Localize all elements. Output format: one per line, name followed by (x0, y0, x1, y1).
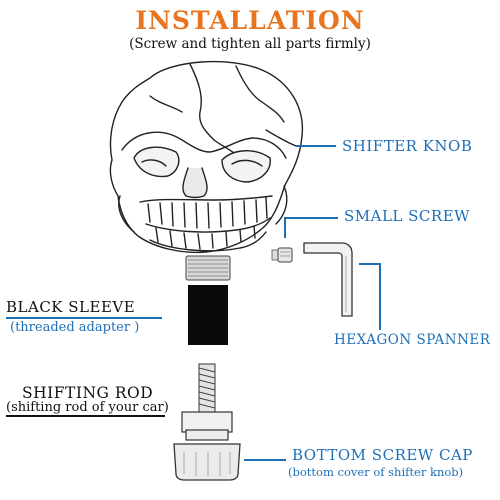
black-sleeve-icon (188, 285, 228, 345)
black-sleeve-sublabel: (threaded adapter ) (10, 320, 140, 335)
skull-knob-illustration (109, 60, 304, 254)
small-screw-icon (271, 247, 293, 263)
page-subtitle: (Screw and tighten all parts firmly) (129, 36, 371, 52)
bottom-screw-cap-icon (173, 411, 241, 481)
shifting-rod-sublabel: (shifting rod of your car) (6, 400, 169, 415)
hexagon-spanner-icon (303, 242, 353, 317)
small-screw-leader (284, 217, 338, 238)
shifting-rod-label: SHIFTING ROD (22, 384, 154, 402)
bottom-screw-cap-sublabel: (bottom cover of shifter knob) (288, 465, 464, 479)
shifter-knob-label: SHIFTER KNOB (342, 137, 473, 155)
shifting-rod-icon (198, 363, 216, 415)
hexagon-spanner-label: HEXAGON SPANNER (334, 332, 491, 348)
small-screw-label: SMALL SCREW (344, 207, 471, 225)
knob-collar (185, 255, 231, 281)
black-sleeve-label: BLACK SLEEVE (6, 298, 136, 316)
page-title: INSTALLATION (135, 6, 365, 35)
bottom-screw-cap-label: BOTTOM SCREW CAP (292, 446, 473, 464)
hexagon-spanner-leader (359, 263, 381, 330)
